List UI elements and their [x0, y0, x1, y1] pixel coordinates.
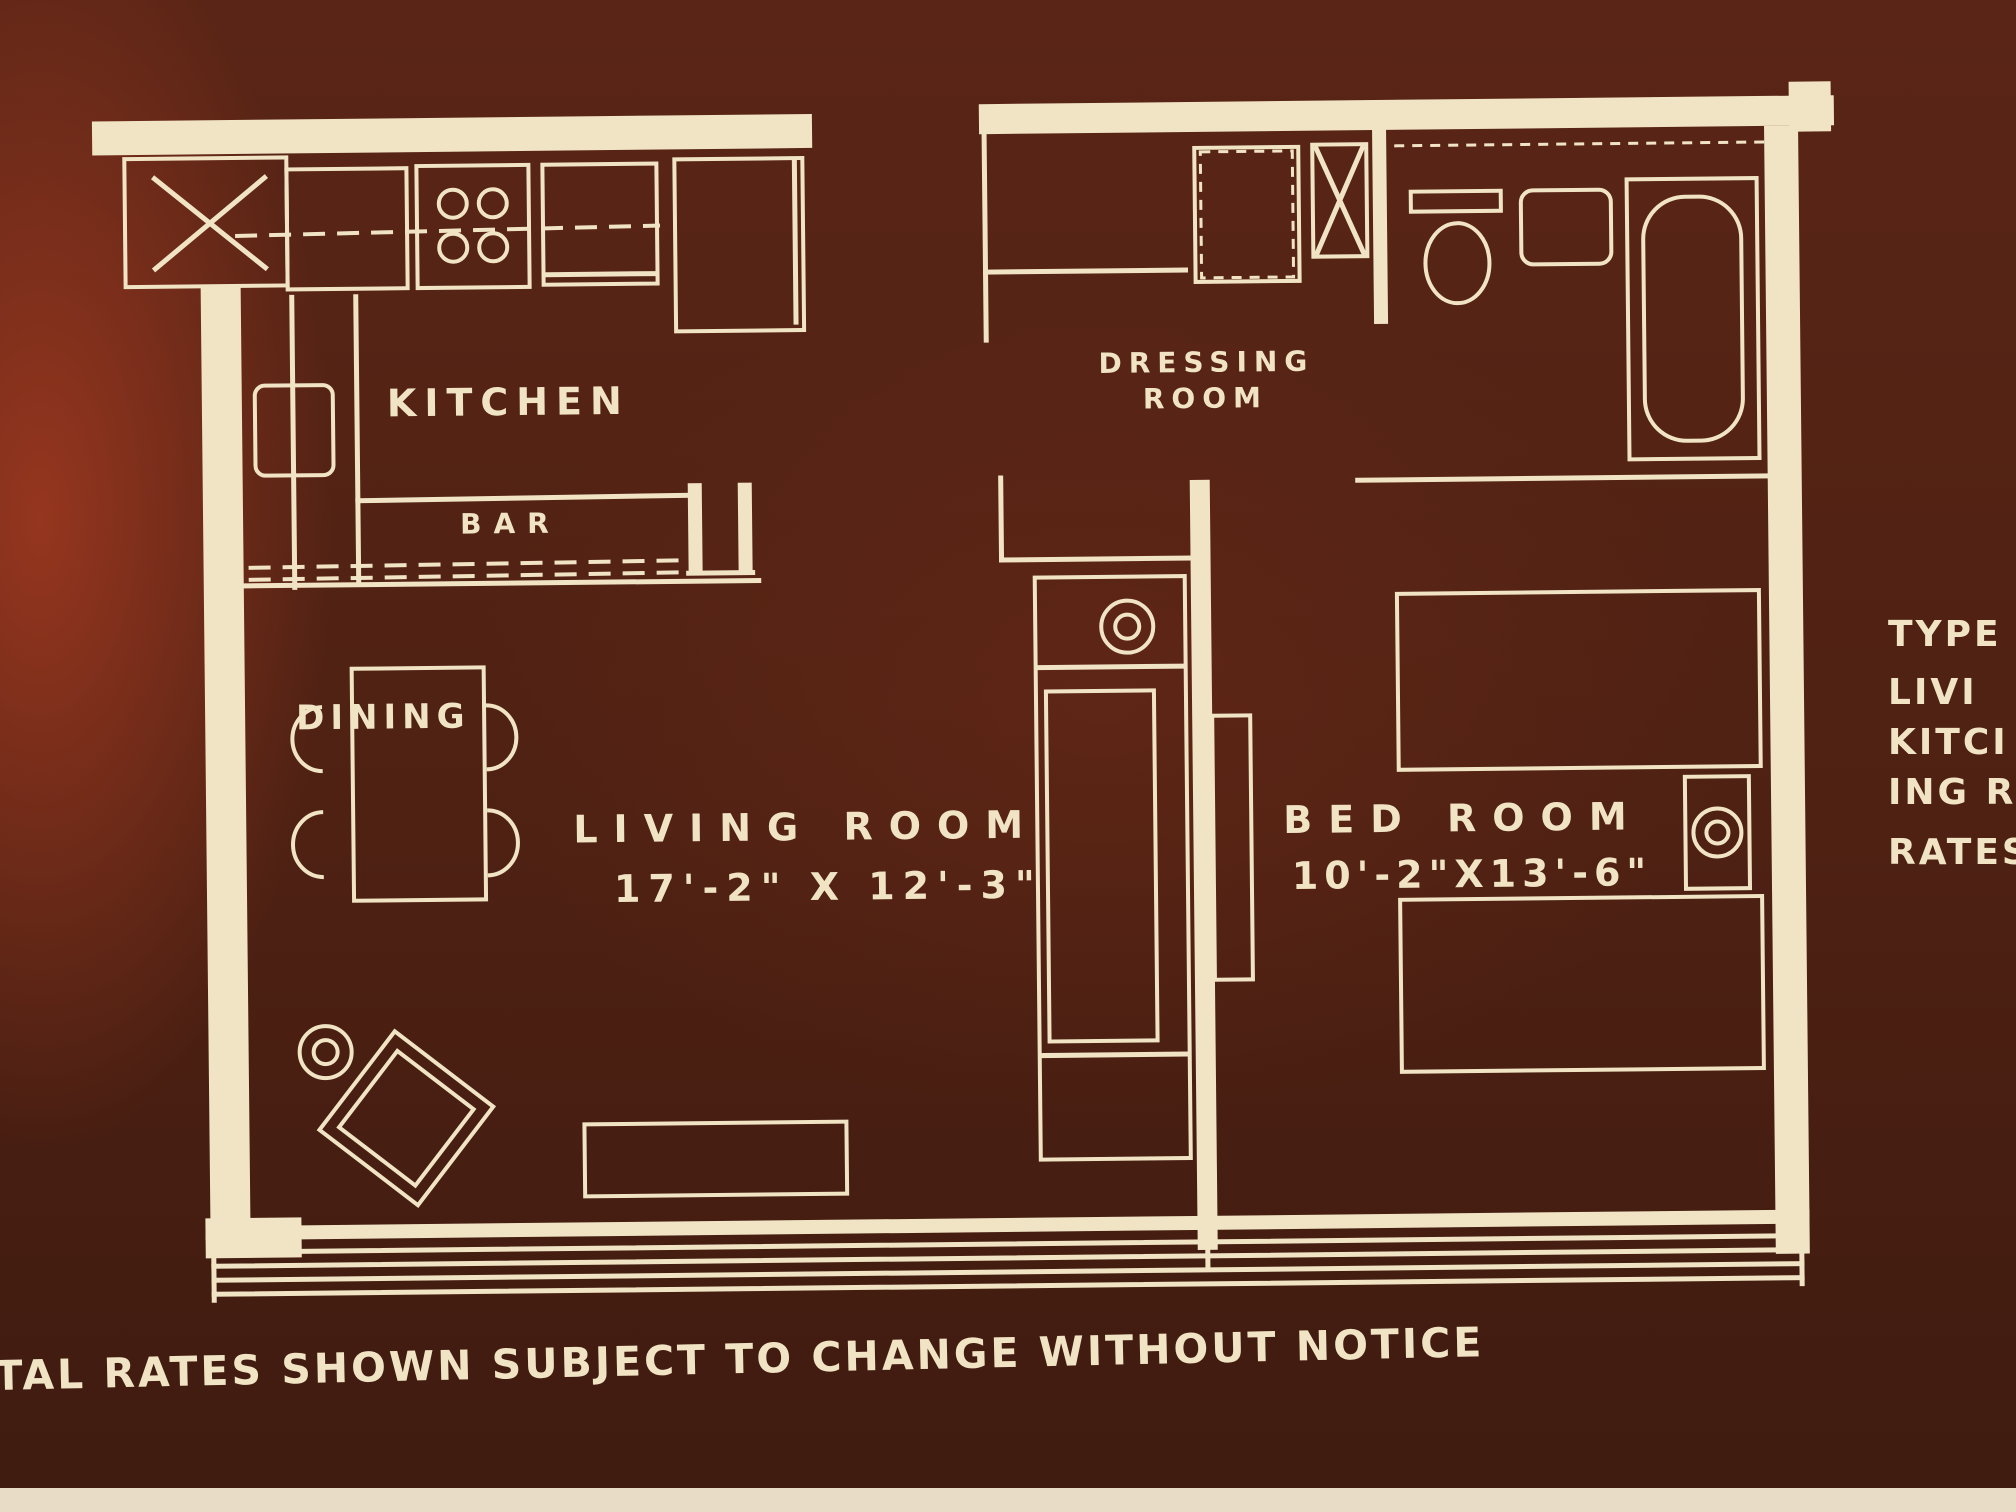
sofa: [1043, 688, 1160, 1044]
nightstand-lamp-icon: [1682, 774, 1753, 891]
top-wall-right: [978, 95, 1835, 135]
partition-wall: [1189, 479, 1218, 1250]
bed-two: [1398, 894, 1766, 1074]
bedroom-label: BED ROOM: [1283, 794, 1643, 842]
side-text-line-3: ING R: [1888, 772, 2016, 813]
bed-one: [1394, 588, 1763, 772]
dressing-cabinet: [1192, 144, 1302, 284]
paper-edge: [0, 1488, 2016, 1512]
living-room-dimensions: 17'-2" X 12'-3": [614, 863, 1043, 911]
side-info-panel: TYPE LIVI KITCI ING R RATES: [1888, 610, 2016, 878]
side-type-label: TYPE: [1888, 614, 2002, 655]
sink-icon: [540, 161, 660, 287]
side-rates-label: RATES: [1888, 832, 2016, 873]
dressing-room-label-1: DRESSING: [1098, 345, 1314, 380]
kitchen-counter: [284, 166, 410, 292]
dresser: [1210, 713, 1255, 982]
top-wall-right-cap: [1788, 81, 1832, 132]
window-wall: [205, 1209, 1810, 1241]
vent-shaft: [1310, 142, 1370, 259]
armchair: [316, 1028, 497, 1208]
bedroom-dimensions: 10'-2"X13'-6": [1292, 850, 1653, 898]
side-text-line-1: LIVI: [1888, 672, 1978, 713]
bath-wall: [1372, 125, 1389, 325]
toilet-icon: [1408, 188, 1503, 306]
dressing-room-label-2: ROOM: [1143, 381, 1268, 415]
record-player-icon: [1099, 598, 1156, 655]
right-exterior-wall: [1764, 125, 1810, 1254]
lamp-icon: [297, 1024, 354, 1081]
wardrobe-frame: [1032, 574, 1193, 1162]
stove-icon: [414, 162, 532, 291]
bathtub-icon: [1624, 176, 1762, 462]
dining-table: [290, 665, 520, 903]
living-room-label: LIVING ROOM: [573, 803, 1039, 852]
coffee-table: [582, 1119, 850, 1199]
side-text-line-2: KITCI: [1888, 722, 2009, 763]
trash-bin-icon: [252, 383, 336, 478]
kitchen-label: KITCHEN: [387, 379, 630, 426]
dressing-vanity: [1198, 149, 1296, 280]
bar-label: BAR: [460, 507, 561, 541]
bar-return: [737, 482, 753, 575]
left-exterior-wall: [200, 285, 251, 1237]
top-wall-left: [91, 113, 813, 156]
refrigerator-icon: [672, 156, 807, 334]
dining-label: DINING: [296, 697, 471, 739]
bar-end-wall: [687, 483, 703, 576]
bathroom-sink: [1518, 187, 1614, 267]
